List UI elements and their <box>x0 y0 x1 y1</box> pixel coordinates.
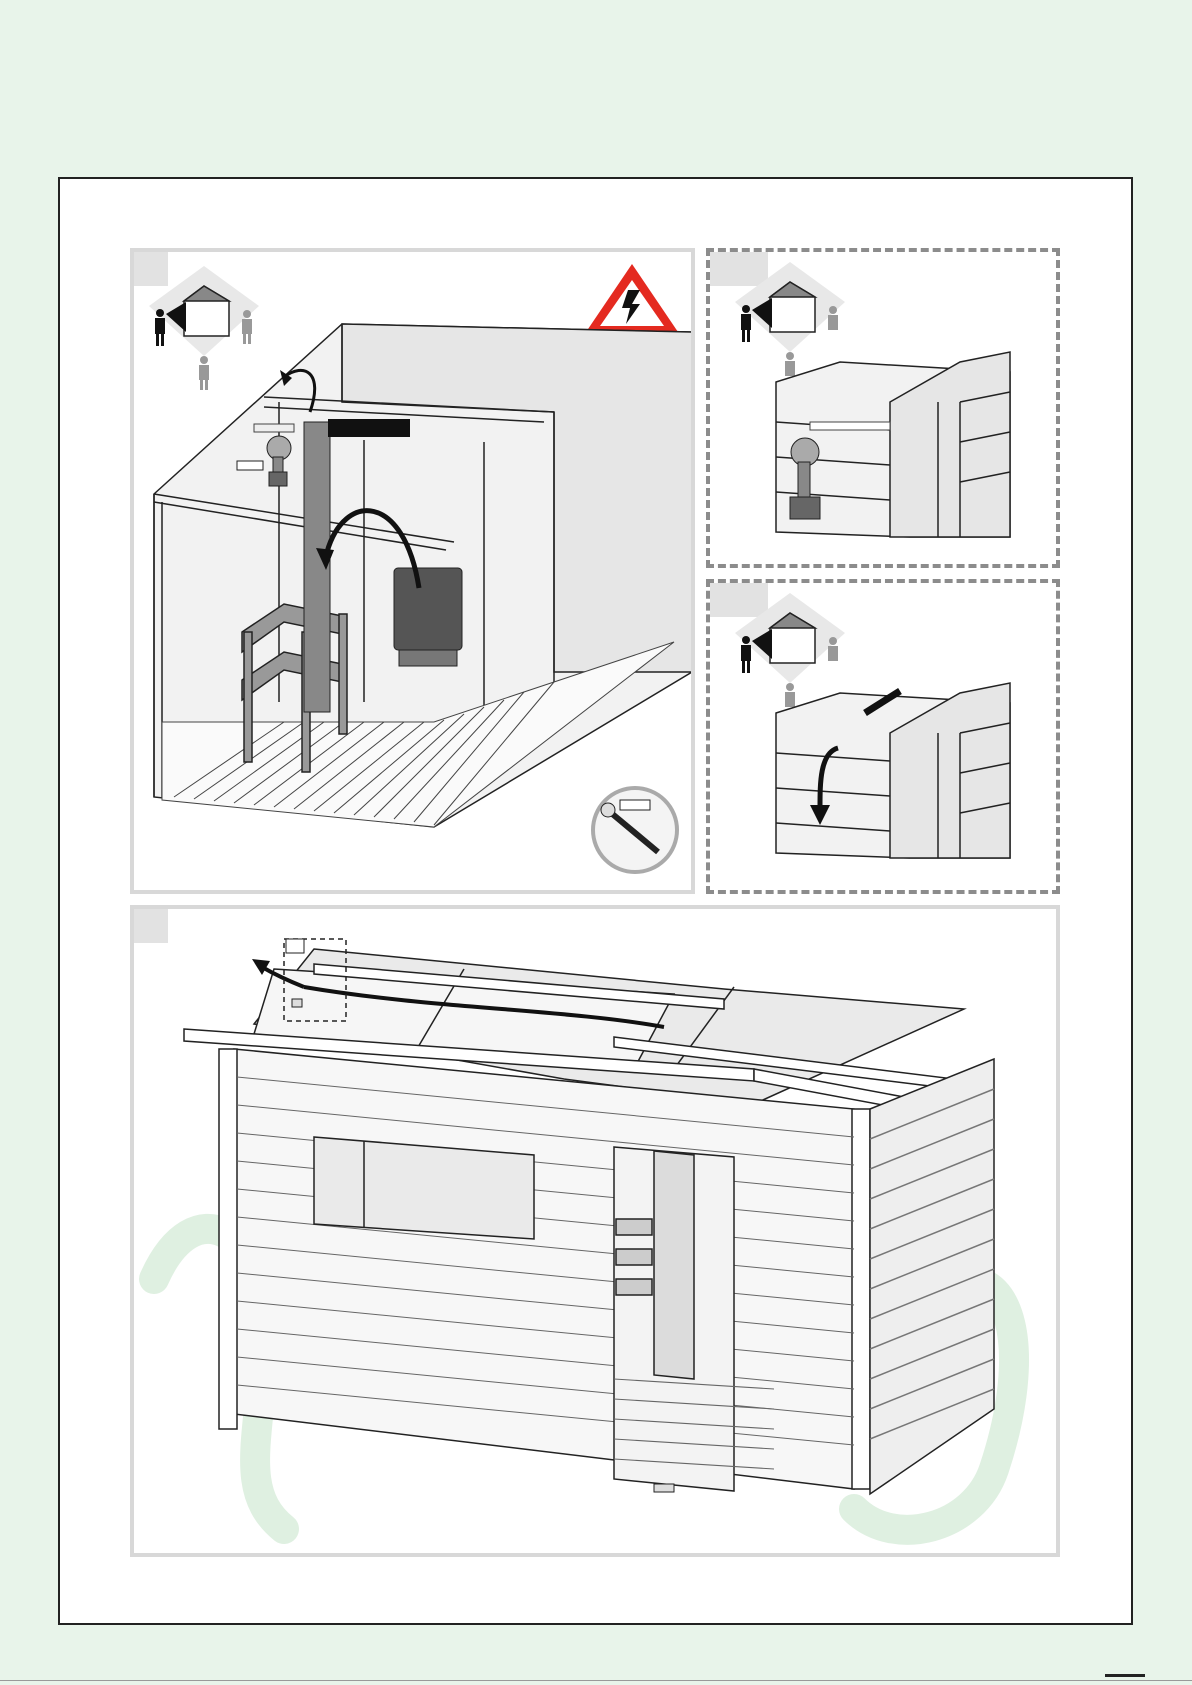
door-sill-mark <box>654 1484 674 1492</box>
panel-exterior-cable <box>130 905 1060 1557</box>
door-opening <box>614 1147 734 1491</box>
screw-detail-icon <box>593 788 677 872</box>
side-wall <box>870 1059 994 1494</box>
panel-interior-heater <box>130 248 695 894</box>
viewpoint-house-icon <box>149 266 259 390</box>
exterior-cable-illustration <box>134 909 1056 1553</box>
wall-corner-logs <box>776 683 1010 858</box>
small-label-box <box>237 461 263 470</box>
cable-route-illustration <box>710 583 1056 890</box>
viewpoint-house-icon <box>735 593 845 707</box>
electric-warning-icon <box>586 264 678 332</box>
viewpoint-house-icon <box>735 262 845 376</box>
window <box>314 1137 534 1239</box>
page-marker <box>1105 1674 1145 1677</box>
instruction-page <box>58 177 1133 1625</box>
panel-cable-route <box>706 579 1060 894</box>
interior-heater-illustration <box>134 252 691 890</box>
panel-drill-wall <box>706 248 1060 568</box>
sauna-heater <box>394 568 462 666</box>
label-box <box>328 419 410 437</box>
bottom-rule <box>0 1680 1192 1681</box>
drill-wall-illustration <box>710 252 1056 564</box>
